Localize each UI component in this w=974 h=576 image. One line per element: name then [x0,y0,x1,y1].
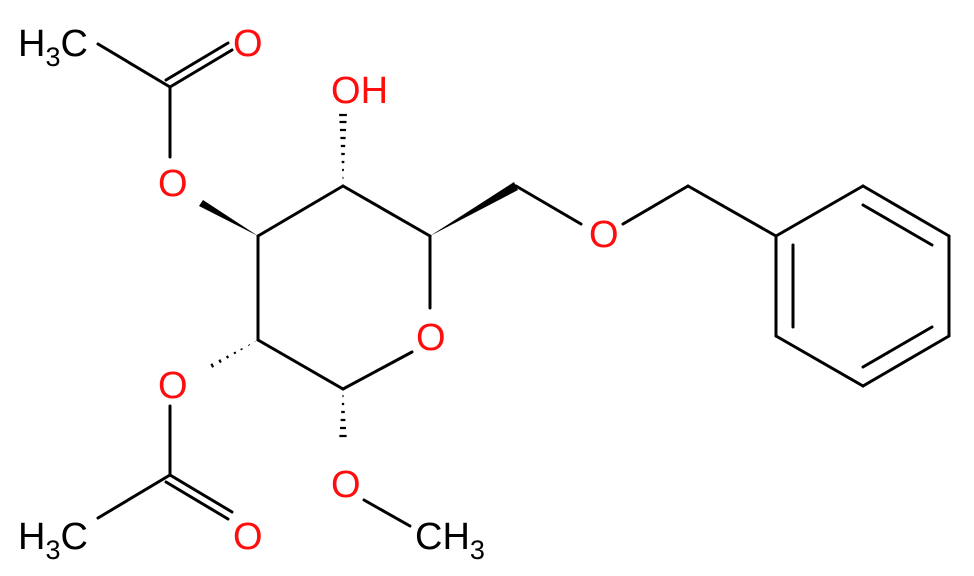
ch3-bottom-h: H [18,516,45,558]
ch3-top-sub: 3 [45,42,60,72]
bond-c5-c6 [341,184,432,238]
bond-ch3-carbonyl-bottom [96,473,172,520]
label-ch3-bottom: H3C [18,516,88,565]
bond-carbonyl-c-o-bottom-1 [168,473,234,514]
bond-c1-c2 [256,338,345,391]
phenyl-bond-2 [861,184,951,238]
phenyl-inner-2 [861,325,934,369]
atom-o-ester-top: O [158,163,188,205]
wedge-c4-o [199,200,258,236]
label-ch3-methoxy: CH3 [415,516,485,565]
svg-text:OH: OH [331,70,388,112]
atom-o-methoxy: O [331,464,361,506]
hash-wedge-c2-o [203,340,257,374]
bond-carbonyl-c-o-bottom-2 [164,480,230,521]
methoxy-sub: 3 [470,535,485,565]
hydroxyl-o: O [331,70,361,112]
hydroxyl-h: H [361,70,388,112]
atom-o-carbonyl-bottom: O [233,516,263,558]
svg-text:H3C: H3C [18,516,88,565]
ch3-top-c: C [60,23,87,65]
methoxy-h: H [442,516,469,558]
plain-bonds [96,41,778,528]
ch3-bottom-c: C [60,516,87,558]
hash-wedge-c5-oh [339,113,347,180]
atom-o-carbonyl-top: O [233,23,263,65]
bond-methoxy-o-c [362,498,412,528]
atom-o-ring: O [416,317,446,359]
label-ch3-top: H3C [18,23,88,72]
phenyl-bond-4 [861,334,951,388]
bond-ch2-phenyl [686,184,778,238]
svg-text:H3C: H3C [18,23,88,72]
label-hydroxyl: OH [331,70,388,112]
ch3-top-h: H [18,23,45,65]
phenyl-ring [774,184,951,388]
methoxy-c: C [415,516,442,558]
wedge-c6-ch2 [430,182,518,236]
phenyl-inner-1 [861,203,934,247]
atom-o-benzyl: O [589,214,619,256]
atom-o-ester-bottom: O [158,365,188,407]
bond-ch2-benzyl-o [514,184,583,226]
hash-wedge-c1-o [339,394,347,438]
bond-carbonyl-c-o-top-1 [168,48,234,89]
ch3-bottom-sub: 3 [45,535,60,565]
bond-ch3-carbonyl-top [96,42,172,89]
svg-text:CH3: CH3 [415,516,485,565]
bond-benzyl-o-ch2 [621,184,690,226]
bond-ring-o-c1 [341,350,414,391]
bond-c4-c5 [256,184,345,238]
phenyl-bond-5 [774,334,865,388]
bond-carbonyl-c-o-top-2 [164,41,230,82]
phenyl-bond-1 [774,184,865,238]
